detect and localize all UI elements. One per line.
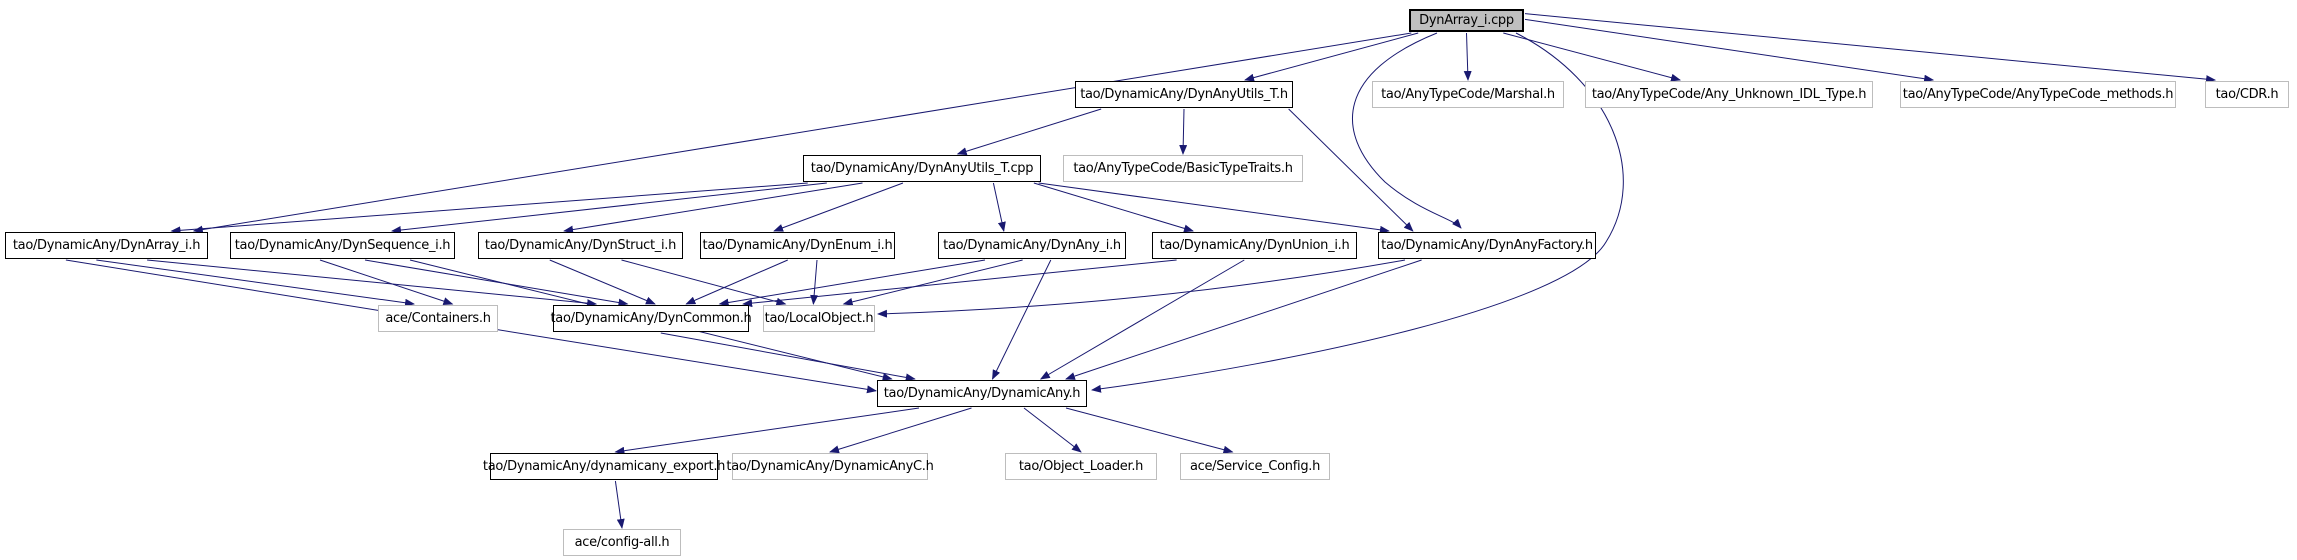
include-edge-common-to-dynany — [660, 332, 916, 382]
include-edge-any_i-to-common — [718, 259, 986, 307]
graph-node-seq_i[interactable]: tao/DynamicAny/DynSequence_i.h — [230, 232, 455, 259]
graph-node-confall: ace/config-all.h — [563, 529, 681, 556]
include-edge-cpp-to-cdr — [1524, 13, 2217, 84]
include-edge-utils_cpp-to-enum_i — [773, 182, 904, 232]
include-edge-struct_i-to-common — [549, 259, 656, 305]
include-edge-utils_cpp-to-array_i — [170, 182, 808, 235]
include-edge-seq_i-to-containers — [319, 259, 454, 305]
include-edge-struct_i-to-local — [621, 259, 787, 306]
graph-node-label: tao/DynamicAny/DynAnyUtils_T.h — [1080, 87, 1288, 102]
include-edge-dynany-to-anyc — [829, 407, 972, 454]
graph-node-label: tao/DynamicAny/DynUnion_i.h — [1159, 238, 1350, 253]
include-edge-any_i-to-local — [842, 259, 1023, 306]
include-edge-dynany-to-export — [614, 407, 920, 455]
include-edge-cpp-to-utils_h — [1244, 32, 1419, 82]
graph-node-common[interactable]: tao/DynamicAny/DynCommon.h — [550, 305, 752, 332]
include-edge-array_i-to-containers — [96, 259, 415, 307]
graph-node-label: ace/Service_Config.h — [1189, 459, 1321, 474]
graph-node-struct_i[interactable]: tao/DynamicAny/DynStruct_i.h — [478, 232, 683, 259]
graph-node-label: tao/DynamicAny/DynamicAnyC.h — [726, 459, 934, 474]
graph-node-utils_cpp[interactable]: tao/DynamicAny/DynAnyUtils_T.cpp — [803, 155, 1041, 182]
include-edge-utils_cpp-to-seq_i — [391, 182, 827, 234]
graph-node-utils_h[interactable]: tao/DynamicAny/DynAnyUtils_T.h — [1075, 81, 1293, 108]
graph-node-label: tao/DynamicAny/DynAnyUtils_T.cpp — [810, 161, 1034, 176]
include-edge-cpp-to-array_i — [192, 32, 1412, 234]
include-edge-dynany-to-svc — [1065, 407, 1234, 454]
graph-node-local: tao/LocalObject.h — [763, 305, 875, 332]
include-edge-union_i-to-common — [742, 259, 1177, 308]
include-edge-cpp-to-methods — [1524, 18, 1935, 83]
graph-node-cpp: DynArray_i.cpp — [1409, 9, 1524, 32]
include-edge-enum_i-to-common — [685, 259, 788, 305]
graph-node-label: tao/DynamicAny/dynamicany_export.h — [482, 459, 726, 474]
graph-node-dynany[interactable]: tao/DynamicAny/DynamicAny.h — [877, 380, 1087, 407]
graph-node-cdr: tao/CDR.h — [2205, 81, 2289, 108]
graph-node-label: tao/DynamicAny/DynArray_i.h — [12, 238, 201, 253]
graph-node-label: tao/AnyTypeCode/BasicTypeTraits.h — [1073, 161, 1293, 176]
graph-node-any_i[interactable]: tao/DynamicAny/DynAny_i.h — [938, 232, 1126, 259]
graph-node-export[interactable]: tao/DynamicAny/dynamicany_export.h — [483, 453, 725, 480]
graph-node-factory[interactable]: tao/DynamicAny/DynAnyFactory.h — [1378, 232, 1596, 259]
graph-node-anyc: tao/DynamicAny/DynamicAnyC.h — [726, 453, 934, 480]
graph-node-svc: ace/Service_Config.h — [1180, 453, 1330, 480]
graph-node-label: tao/DynamicAny/DynAnyFactory.h — [1381, 238, 1593, 253]
include-edge-factory-to-dynany — [1065, 259, 1422, 380]
graph-node-label: tao/DynamicAny/DynCommon.h — [550, 311, 752, 326]
include-edge-utils_h-to-btt — [1179, 108, 1188, 155]
graph-node-label: ace/config-all.h — [574, 535, 670, 550]
graph-node-label: DynArray_i.cpp — [1419, 13, 1514, 28]
include-edge-cpp-to-factory — [1352, 32, 1462, 229]
graph-node-methods: tao/AnyTypeCode/AnyTypeCode_methods.h — [1900, 81, 2176, 108]
graph-node-containers: ace/Containers.h — [378, 305, 498, 332]
include-edge-factory-to-local — [877, 259, 1406, 318]
graph-node-btt: tao/AnyTypeCode/BasicTypeTraits.h — [1063, 155, 1303, 182]
include-edge-export-to-confall — [614, 480, 625, 529]
graph-node-label: tao/AnyTypeCode/AnyTypeCode_methods.h — [1902, 87, 2174, 102]
include-edge-union_i-to-dynany — [1039, 259, 1245, 380]
include-edge-utils_h-to-factory — [1288, 108, 1414, 232]
graph-node-label: tao/Object_Loader.h — [1018, 459, 1144, 474]
graph-node-union_i[interactable]: tao/DynamicAny/DynUnion_i.h — [1152, 232, 1357, 259]
include-edge-utils_cpp-to-union_i — [1033, 182, 1194, 233]
graph-node-unknown: tao/AnyTypeCode/Any_Unknown_IDL_Type.h — [1585, 81, 1873, 108]
graph-node-label: tao/DynamicAny/DynEnum_i.h — [702, 238, 893, 253]
graph-node-label: ace/Containers.h — [385, 311, 491, 326]
graph-node-array_i[interactable]: tao/DynamicAny/DynArray_i.h — [5, 232, 208, 259]
graph-node-enum_i[interactable]: tao/DynamicAny/DynEnum_i.h — [700, 232, 895, 259]
graph-node-label: tao/DynamicAny/DynStruct_i.h — [484, 238, 677, 253]
graph-node-label: tao/AnyTypeCode/Any_Unknown_IDL_Type.h — [1591, 87, 1867, 102]
graph-node-label: tao/CDR.h — [2215, 87, 2279, 102]
include-edge-array_i-to-common — [147, 259, 598, 308]
include-edge-utils_h-to-utils_cpp — [956, 108, 1102, 156]
include-edge-enum_i-to-local — [810, 259, 819, 305]
include-edge-utils_cpp-to-any_i — [992, 182, 1006, 232]
graph-node-label: tao/DynamicAny/DynamicAny.h — [883, 386, 1081, 401]
include-edge-cpp-to-unknown — [1503, 32, 1682, 82]
include-edge-utils_cpp-to-factory — [1038, 182, 1390, 234]
include-edge-utils_cpp-to-struct_i — [563, 182, 863, 234]
include-edge-cpp-to-marshal — [1463, 32, 1472, 81]
include-edge-seq_i-to-common — [364, 259, 629, 307]
graph-node-loader: tao/Object_Loader.h — [1005, 453, 1157, 480]
graph-node-label: tao/LocalObject.h — [764, 311, 874, 326]
graph-node-label: tao/AnyTypeCode/Marshal.h — [1381, 87, 1555, 102]
graph-node-label: tao/DynamicAny/DynAny_i.h — [943, 238, 1121, 253]
graph-node-marshal: tao/AnyTypeCode/Marshal.h — [1372, 81, 1564, 108]
include-edge-any_i-to-dynany — [992, 259, 1052, 380]
graph-node-label: tao/DynamicAny/DynSequence_i.h — [234, 238, 451, 253]
include-edge-dynany-to-loader — [1023, 407, 1082, 453]
